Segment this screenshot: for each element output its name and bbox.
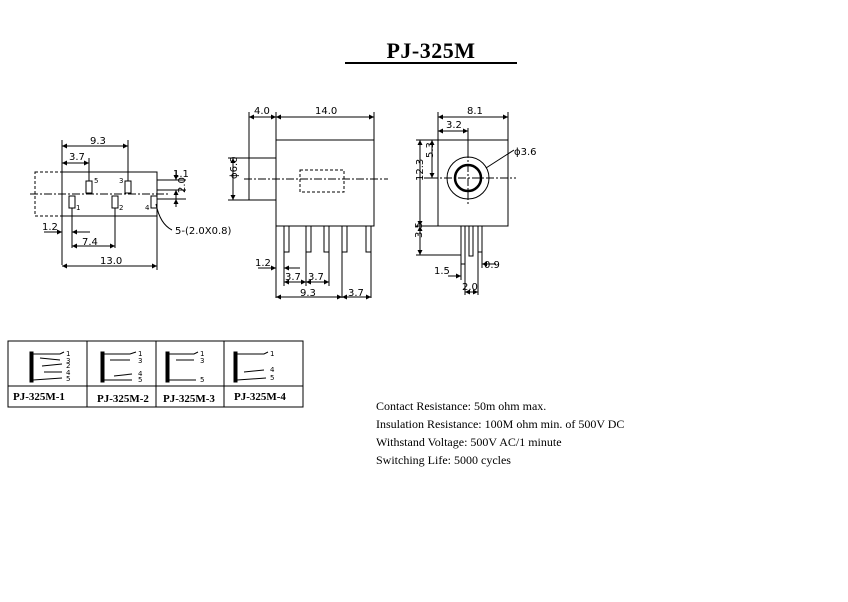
side-pin (323, 225, 330, 253)
svg-text:2: 2 (66, 362, 70, 370)
pin-number: 2 (119, 204, 123, 212)
svg-text:5: 5 (270, 374, 274, 382)
variant-table (7, 340, 304, 408)
svg-text:1: 1 (66, 350, 70, 358)
pin-size-label: 5-(2.0X0.8) (175, 226, 232, 237)
side-pin (283, 225, 290, 253)
svg-text:5: 5 (200, 376, 204, 384)
variant-label-1: PJ-325M-1 (13, 391, 65, 403)
dim-label: 8.1 (467, 106, 483, 117)
front-view-labels: 8.1 3.2 ϕ3.6 5.3 12.3 3.5 1.5 0.9 2.0 (414, 106, 537, 293)
svg-text:1: 1 (200, 350, 204, 358)
dim-label: 3.7 (69, 152, 85, 163)
pin-number: 1 (76, 204, 80, 212)
dim-label: 1.1 (173, 169, 189, 180)
bottom-view-labels: 9.3 3.7 1.1 2.0 1.2 7.4 13.0 5-(2.0X0.8)… (42, 136, 232, 267)
pin-number: 3 (119, 177, 123, 185)
dim-label: 14.0 (315, 106, 337, 117)
dim-label: 3.7 (348, 288, 364, 299)
svg-text:4: 4 (270, 366, 275, 374)
dim-label: 13.0 (100, 256, 122, 267)
pin-number: 5 (94, 177, 98, 185)
svg-text:4: 4 (138, 370, 143, 378)
dim-label: 9.3 (300, 288, 316, 299)
variant-schematic-4 (233, 351, 269, 383)
dim-label: 2.0 (462, 282, 478, 293)
svg-text:5: 5 (66, 375, 70, 383)
dim-label: 5.3 (425, 142, 436, 158)
svg-text:4: 4 (66, 369, 71, 377)
variant-schematic-3-pins: 1 3 5 (200, 350, 204, 384)
variant-schematic-3 (165, 351, 199, 383)
svg-text:3: 3 (200, 357, 204, 365)
dim-label: 9.3 (90, 136, 106, 147)
svg-text:3: 3 (138, 357, 142, 365)
spec-contact-resistance: Contact Resistance: 50m ohm max. (376, 399, 547, 413)
side-view-labels: 4.0 14.0 ϕ6.0 1.2 3.7 3.7 9.3 3.7 (229, 106, 364, 299)
dim-label: 3.7 (308, 272, 324, 283)
page-title: PJ-325M (386, 38, 476, 63)
pin-2 (111, 195, 119, 209)
svg-text:3: 3 (66, 357, 70, 365)
pin-4 (150, 195, 158, 209)
dim-label: ϕ6.0 (229, 157, 240, 180)
dim-label: 1.2 (42, 222, 58, 233)
dim-label: 12.3 (415, 159, 426, 181)
svg-text:1: 1 (138, 350, 142, 358)
side-view (228, 112, 388, 300)
front-view (416, 112, 516, 295)
pin-number: 4 (145, 204, 150, 212)
variant-schematic-1-pins: 1 3 2 4 5 (66, 350, 71, 383)
variant-label-4: PJ-325M-4 (234, 391, 286, 403)
variant-schematic-2-pins: 1 3 4 5 (138, 350, 143, 384)
dim-label: 3.2 (446, 120, 462, 131)
variant-schematic-1 (29, 351, 65, 383)
side-pin (305, 225, 312, 253)
dim-label: 0.9 (484, 260, 500, 271)
pin-1 (68, 195, 76, 209)
variant-schematic-4-pins: 1 4 5 (270, 350, 275, 382)
dim-label: 3.7 (285, 272, 301, 283)
side-view-body (275, 139, 375, 227)
svg-text:1: 1 (270, 350, 274, 358)
pin-3 (124, 180, 132, 194)
front-view-body (437, 139, 509, 227)
front-pin (460, 225, 466, 265)
svg-text:5: 5 (138, 376, 142, 384)
dim-label: 1.5 (434, 266, 450, 277)
bottom-view (30, 140, 186, 270)
front-pin (468, 225, 474, 257)
variant-label-3: PJ-325M-3 (163, 393, 215, 405)
side-view-window (299, 169, 345, 193)
dim-label: 3.5 (414, 222, 425, 238)
dim-label: ϕ3.6 (514, 147, 537, 158)
specifications: Contact Resistance: 50m ohm max. Insulat… (376, 397, 624, 469)
variant-label-2: PJ-325M-2 (97, 393, 149, 405)
spec-insulation-resistance: Insulation Resistance: 100M ohm min. of … (376, 417, 625, 431)
pin-5 (85, 180, 93, 194)
dim-label: 1.2 (255, 258, 271, 269)
side-pin (365, 225, 372, 253)
dim-label: 2.0 (177, 177, 188, 193)
variant-schematic-2 (100, 351, 137, 383)
title-underline (345, 62, 517, 64)
side-pin (341, 225, 348, 253)
spec-withstand-voltage: Withstand Voltage: 500V AC/1 minute (376, 435, 562, 449)
spec-switching-life: Switching Life: 5000 cycles (376, 453, 511, 467)
front-pin (477, 225, 483, 253)
dim-label: 7.4 (82, 237, 98, 248)
dim-label: 4.0 (254, 106, 270, 117)
